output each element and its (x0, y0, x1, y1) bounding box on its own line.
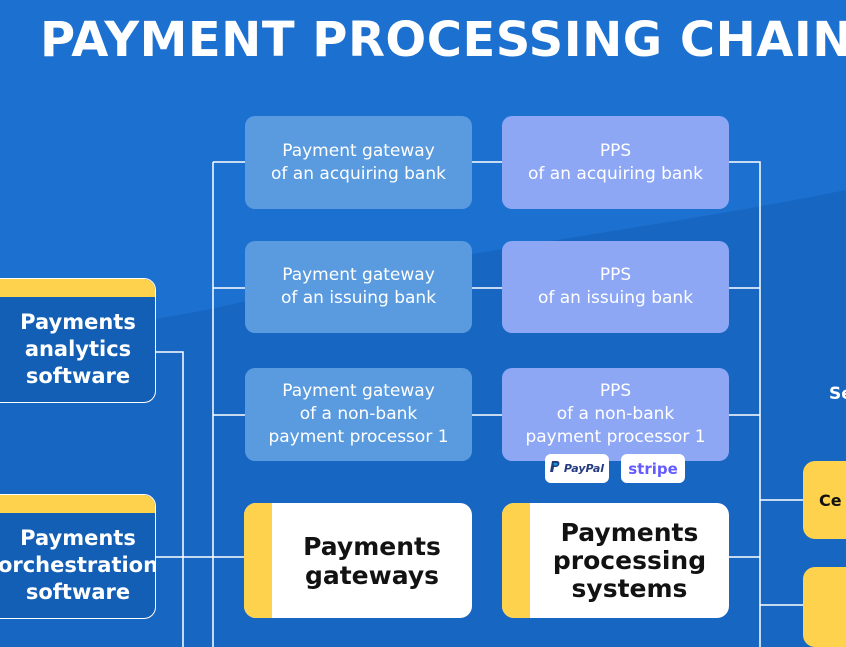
pps-non-bank-box: PPS of a non-bank payment processor 1 (502, 368, 729, 461)
right-box-2 (803, 567, 846, 647)
paypal-icon (549, 461, 560, 476)
paypal-logo: PayPal (545, 454, 609, 483)
pps-issuing-line1: PPS (599, 265, 632, 285)
pps-category-line2: processing (552, 545, 707, 575)
payments-orchestration-software-box: Payments orchestration software (0, 494, 156, 619)
analytics-line1: Payments (20, 310, 136, 334)
pps-acquiring-line1: PPS (599, 140, 632, 161)
gateway-issuing-line1: Payment gateway (282, 265, 435, 285)
analytics-line2: analytics (24, 337, 132, 361)
payments-gateways-category: Payments gateways (244, 503, 472, 618)
orchestration-line3: software (25, 580, 131, 604)
stripe-logo: stripe (621, 454, 685, 483)
gateway-acquiring-line2: of an acquiring bank (271, 163, 446, 184)
analytics-line3: software (25, 364, 131, 388)
gateway-non-bank-line2: of a non-bank (299, 404, 418, 424)
orchestration-line1: Payments (20, 526, 136, 550)
pps-category-line3: systems (571, 573, 688, 603)
pps-issuing-bank-box: PPS of an issuing bank (502, 241, 729, 333)
pps-acquiring-line2: of an acquiring bank (528, 163, 703, 184)
pps-non-bank-line3: payment processor 1 (525, 427, 706, 447)
gateway-non-bank-box: Payment gateway of a non-bank payment pr… (245, 368, 472, 461)
gateway-acquiring-line1: Payment gateway (282, 140, 435, 161)
gateway-issuing-bank-box: Payment gateway of an issuing bank (245, 241, 472, 333)
right-box-1-text: Ce (819, 490, 842, 510)
payments-processing-systems-category: Payments processing systems (502, 503, 729, 618)
pps-non-bank-line1: PPS (599, 381, 632, 401)
yellow-band (0, 495, 155, 513)
right-box-1: Ce (803, 461, 846, 539)
paypal-logo-text: PayPal (563, 462, 605, 475)
payments-analytics-software-box: Payments analytics software (0, 278, 156, 403)
pps-issuing-line2: of an issuing bank (537, 288, 694, 308)
right-section-label: Se (829, 384, 846, 404)
stripe-logo-text: stripe (628, 459, 678, 478)
yellow-stripe (244, 503, 272, 618)
pps-category-line1: Payments (560, 517, 699, 547)
gateways-category-line1: Payments (303, 531, 441, 561)
gateway-acquiring-bank-box: Payment gateway of an acquiring bank (245, 116, 472, 209)
yellow-band (0, 279, 155, 297)
orchestration-line2: orchestration (0, 553, 156, 577)
gateway-non-bank-line1: Payment gateway (282, 381, 435, 401)
gateway-non-bank-line3: payment processor 1 (268, 427, 449, 447)
gateways-category-line2: gateways (304, 560, 440, 590)
page-title: PAYMENT PROCESSING CHAIN (40, 12, 846, 68)
pps-acquiring-bank-box: PPS of an acquiring bank (502, 116, 729, 209)
pps-non-bank-line2: of a non-bank (556, 404, 675, 424)
gateway-issuing-line2: of an issuing bank (280, 288, 437, 308)
yellow-stripe (502, 503, 530, 618)
